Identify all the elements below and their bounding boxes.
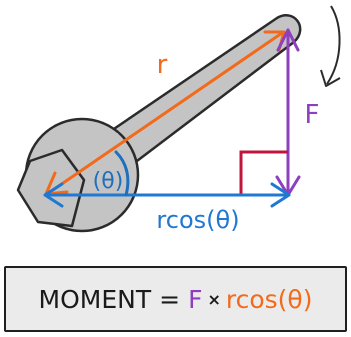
rcos-vector <box>43 182 291 208</box>
curved-rotation-arrow-icon <box>320 5 341 87</box>
hex-bolt-icon <box>16 148 86 228</box>
times-sign: × <box>207 289 221 309</box>
moment-label: MOMENT <box>38 284 152 314</box>
moment-formula-box: MOMENT = F × rcos(θ) <box>4 266 347 332</box>
formula-force: F <box>188 284 203 314</box>
right-angle-marker <box>239 150 288 195</box>
equals-sign: = <box>159 284 181 314</box>
theta-arc <box>114 150 130 197</box>
f-label: F <box>305 100 320 130</box>
formula-rcos: rcos(θ) <box>225 284 313 314</box>
rcos-label: rcos(θ) <box>156 206 239 234</box>
r-label: r <box>157 50 168 80</box>
theta-label: (θ) <box>93 169 124 194</box>
force-vector <box>275 28 301 197</box>
